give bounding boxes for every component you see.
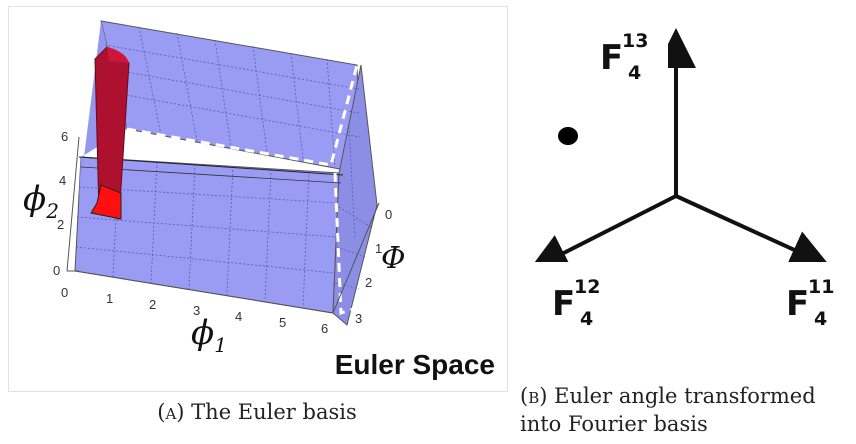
euler-space-figure: 0 1 2 3 4 5 6 0 2 4 6 0 1 2 3 ϕ2 ϕ1 Φ Eu… bbox=[8, 6, 508, 392]
caption-a: (a) The Euler basis bbox=[8, 398, 506, 426]
axis-label-phi1: ϕ1 bbox=[191, 313, 227, 357]
tick-phi2-4: 4 bbox=[59, 173, 66, 188]
tick-Phi-3: 3 bbox=[355, 311, 362, 326]
fourier-basis-diagram bbox=[528, 28, 831, 272]
label-box-f13: F 13 4 bbox=[582, 0, 668, 110]
caption-a-text: The Euler basis bbox=[191, 400, 357, 424]
tick-phi2-2: 2 bbox=[57, 217, 64, 232]
label-box-f12: F 12 4 bbox=[524, 262, 622, 346]
arrow-left bbox=[528, 194, 677, 272]
euler-space-plot: 0 1 2 3 4 5 6 0 2 4 6 0 1 2 3 bbox=[53, 20, 392, 336]
point-dot bbox=[558, 127, 578, 145]
white-dashed-lower bbox=[333, 172, 377, 316]
red-region-top bbox=[107, 47, 129, 63]
axes bbox=[66, 136, 380, 314]
caption-a-tag: (a) bbox=[157, 400, 185, 424]
tick-Phi-1: 1 bbox=[375, 241, 382, 256]
euler-space-title: Euler Space bbox=[334, 349, 495, 380]
ticks-Phi: 0 1 2 3 bbox=[355, 207, 392, 326]
ticks-phi2: 0 2 4 6 bbox=[53, 129, 68, 278]
red-region-bright bbox=[90, 184, 122, 220]
caption-b-line2: into Fourier basis bbox=[520, 412, 708, 436]
tick-phi1-0: 0 bbox=[61, 285, 68, 300]
tick-phi2-0: 0 bbox=[53, 263, 60, 278]
fourier-basis-figure: F 13 4 F 12 4 F 11 4 bbox=[520, 0, 856, 384]
caption-b-tag: (b) bbox=[520, 384, 548, 408]
tick-phi1-6: 6 bbox=[321, 321, 328, 336]
tick-phi2-6: 6 bbox=[61, 129, 68, 144]
white-dashed-upper bbox=[126, 64, 359, 167]
label-box-f11: F 11 4 bbox=[752, 262, 852, 360]
caption-b-line1: Euler angle transformed bbox=[554, 384, 816, 408]
grid-lines bbox=[75, 26, 372, 308]
side-surface bbox=[332, 64, 378, 326]
tick-Phi-0: 0 bbox=[385, 207, 392, 222]
top-surface bbox=[100, 20, 362, 174]
tick-phi1-3: 3 bbox=[193, 303, 200, 318]
axis-label-Phi: Φ bbox=[381, 241, 406, 276]
tick-phi1-1: 1 bbox=[106, 291, 113, 306]
tick-phi1-2: 2 bbox=[149, 297, 156, 312]
arrow-right bbox=[675, 194, 831, 268]
ticks-phi1: 0 1 2 3 4 5 6 bbox=[61, 285, 328, 336]
tick-Phi-2: 2 bbox=[365, 275, 372, 290]
red-region bbox=[94, 46, 130, 220]
tick-phi1-4: 4 bbox=[235, 309, 242, 324]
edge-line-2 bbox=[80, 166, 342, 184]
axis-label-phi2: ϕ2 bbox=[23, 179, 59, 223]
tick-phi1-5: 5 bbox=[279, 315, 286, 330]
caption-b: (b) Euler angle transformed into Fourier… bbox=[520, 382, 856, 438]
